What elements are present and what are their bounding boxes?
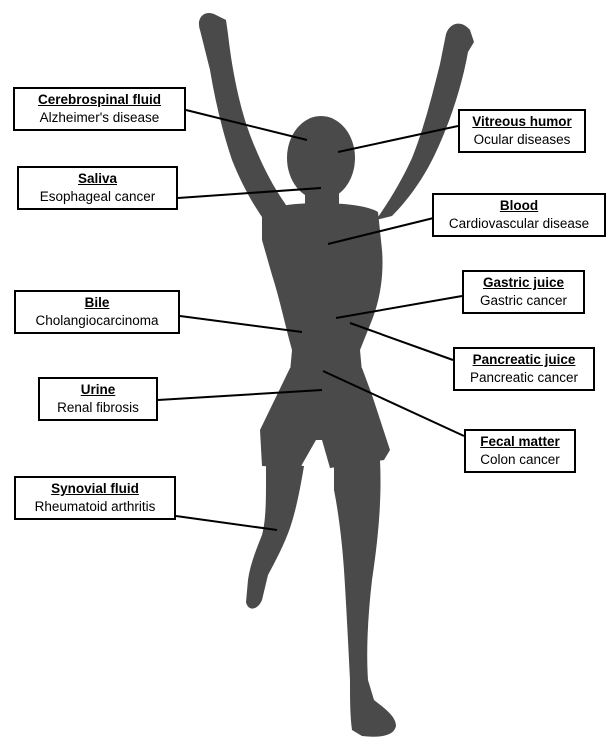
- label-vitreous-humor: Vitreous humor Ocular diseases: [458, 109, 586, 153]
- label-gastric-juice: Gastric juice Gastric cancer: [462, 270, 585, 314]
- label-saliva: Saliva Esophageal cancer: [17, 166, 178, 210]
- fluid-name: Pancreatic juice: [461, 351, 587, 369]
- fluid-name: Vitreous humor: [466, 113, 578, 131]
- right-leg: [334, 460, 396, 737]
- label-bile: Bile Cholangiocarcinoma: [14, 290, 180, 334]
- fluid-name: Fecal matter: [472, 433, 568, 451]
- label-pancreatic-juice: Pancreatic juice Pancreatic cancer: [453, 347, 595, 391]
- fluid-name: Synovial fluid: [22, 480, 168, 498]
- disease-name: Esophageal cancer: [25, 188, 170, 206]
- label-urine: Urine Renal fibrosis: [38, 377, 158, 421]
- label-cerebrospinal-fluid: Cerebrospinal fluid Alzheimer's disease: [13, 87, 186, 131]
- disease-name: Renal fibrosis: [46, 399, 150, 417]
- fluid-name: Bile: [22, 294, 172, 312]
- disease-name: Cardiovascular disease: [440, 215, 598, 233]
- label-blood: Blood Cardiovascular disease: [432, 193, 606, 237]
- label-fecal-matter: Fecal matter Colon cancer: [464, 429, 576, 473]
- disease-name: Alzheimer's disease: [21, 109, 178, 127]
- disease-name: Pancreatic cancer: [461, 369, 587, 387]
- shorts: [260, 368, 390, 468]
- fluid-name: Cerebrospinal fluid: [21, 91, 178, 109]
- fluid-name: Urine: [46, 381, 150, 399]
- line-synovial: [176, 516, 277, 530]
- disease-name: Gastric cancer: [470, 292, 577, 310]
- fluid-name: Saliva: [25, 170, 170, 188]
- human-silhouette: [199, 13, 474, 737]
- label-synovial-fluid: Synovial fluid Rheumatoid arthritis: [14, 476, 176, 520]
- left-leg: [246, 462, 304, 609]
- disease-name: Ocular diseases: [466, 131, 578, 149]
- head: [287, 116, 355, 200]
- line-bile: [180, 316, 302, 332]
- disease-name: Colon cancer: [472, 451, 568, 469]
- disease-name: Cholangiocarcinoma: [22, 312, 172, 330]
- line-pancreatic: [350, 323, 453, 360]
- torso: [262, 203, 383, 372]
- fluid-name: Gastric juice: [470, 274, 577, 292]
- fluid-name: Blood: [440, 197, 598, 215]
- disease-name: Rheumatoid arthritis: [22, 498, 168, 516]
